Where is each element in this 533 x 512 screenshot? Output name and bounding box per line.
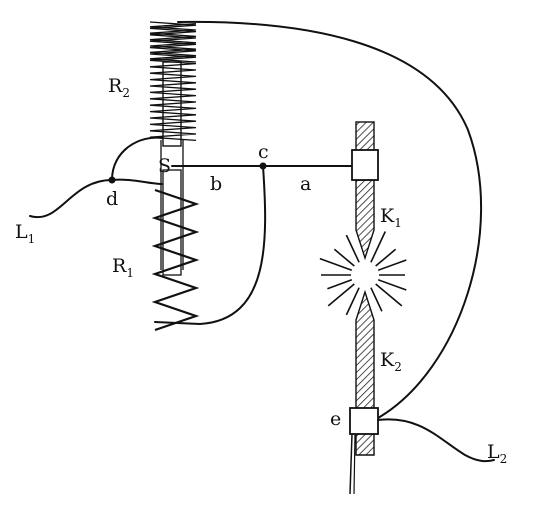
clamp-lower [349,407,379,435]
coil-r1 [151,169,200,332]
clamp-upper [351,149,379,181]
spark-ray [327,279,353,290]
label-s: S [158,155,171,177]
label-r1: R1 [112,255,134,280]
label-k2: K2 [380,349,402,374]
carbon-k1 [351,121,379,261]
spark-ray [319,257,353,271]
label-l2: L2 [487,441,507,466]
spark-ray [370,231,387,263]
spark-ray [370,287,383,312]
label-a: a [300,173,311,195]
label-r2: R2 [108,75,130,100]
label-e: e [330,408,341,430]
carbon-k2 [349,289,379,495]
junction-d [108,176,116,184]
spark-ray [327,283,355,307]
label-c: c [258,141,269,163]
arc-spark [319,231,407,316]
wire-l2 [377,418,495,463]
wire-l1 [29,178,163,219]
spark-ray [333,248,355,267]
spark-ray [375,283,403,307]
label-k1: K1 [380,205,402,230]
label-l1: L1 [15,221,35,246]
spark-ray [345,234,360,263]
label-d: d [106,188,118,210]
spark-ray [377,259,407,271]
spark-ray [377,279,407,291]
spark-ray [345,287,360,316]
wire-c-r1 [154,165,267,325]
junction-c [259,162,267,170]
label-b: b [210,173,222,195]
return-wire [177,20,482,419]
coil-r2 [149,21,197,147]
spark-ray [375,248,397,267]
loop-wire [111,136,163,181]
